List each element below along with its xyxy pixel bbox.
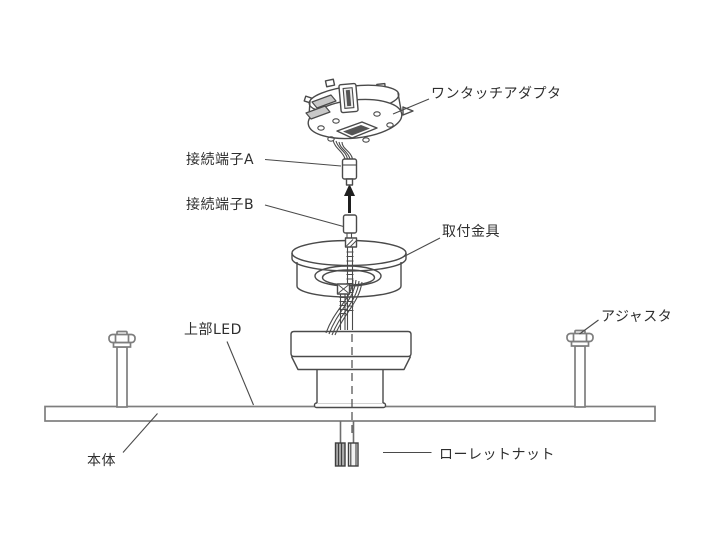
terminal-a-connector <box>341 158 358 186</box>
adapter-cable <box>332 139 354 160</box>
leader-terminal-a <box>264 158 342 167</box>
label-upper-led: 上部LED <box>184 322 242 338</box>
label-main-body: 本体 <box>87 453 116 469</box>
adapter-center-slot <box>336 121 378 139</box>
leader-adjuster <box>579 319 599 335</box>
label-one-touch-adapter: ワンタッチアダプタ <box>431 86 562 102</box>
leader-mounting-bracket <box>403 237 441 257</box>
adapter-clips <box>305 94 337 120</box>
label-terminal-a: 接続端子A <box>186 151 254 168</box>
assembly-arrow <box>344 184 355 213</box>
adapter-underside-holes <box>317 111 394 143</box>
upper-led-unit <box>290 330 412 409</box>
label-adjuster: アジャスタ <box>601 309 672 325</box>
adapter-socket-slot <box>338 82 359 114</box>
mounting-bracket-illustration <box>291 237 407 336</box>
one-touch-adapter-illustration <box>303 78 414 143</box>
label-knurled-nut: ローレットナット <box>439 447 555 463</box>
label-terminal-b: 接続端子B <box>186 196 254 213</box>
main-body-panel <box>44 405 656 422</box>
knurled-nuts <box>334 421 359 467</box>
label-mounting-bracket: 取付金具 <box>442 224 500 240</box>
leader-main-body <box>122 413 158 453</box>
adjuster-screw-left <box>108 330 136 408</box>
bracket-stud-front <box>336 283 351 330</box>
leader-one-touch-adapter <box>392 98 430 115</box>
adjuster-screw-right <box>566 329 594 408</box>
terminal-b-connector <box>342 214 358 239</box>
bracket-cable <box>325 279 363 336</box>
leader-terminal-b <box>264 204 344 228</box>
leader-upper-led <box>226 341 255 406</box>
